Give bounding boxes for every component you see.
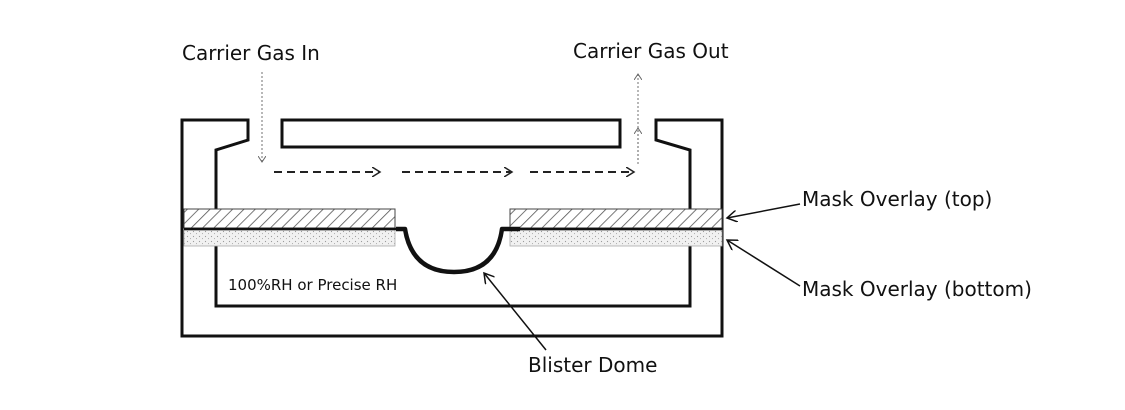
mask-overlay-top-label: Mask Overlay (top)	[802, 187, 992, 211]
mask-overlay-bottom-label: Mask Overlay (bottom)	[802, 277, 1032, 301]
mask-overlay-bottom-right	[509, 229, 723, 247]
flow-channel-lid	[280, 118, 622, 149]
humidity-condition-label: 100%RH or Precise RH	[228, 276, 397, 294]
mask-overlay-bottom-left	[183, 229, 396, 247]
carrier-gas-in-label: Carrier Gas In	[182, 41, 320, 65]
mask-overlay-bottom-leader	[727, 240, 801, 287]
mask-overlay-top-left	[183, 208, 396, 229]
carrier-gas-out-label: Carrier Gas Out	[573, 39, 729, 63]
blister-dome	[396, 226, 520, 275]
blister-dome-leader	[484, 273, 547, 351]
blister-dome-label: Blister Dome	[528, 353, 657, 377]
mask-overlay-top-leader	[727, 203, 801, 218]
outer-housing	[180, 118, 724, 338]
mask-overlay-top-right	[509, 208, 723, 229]
